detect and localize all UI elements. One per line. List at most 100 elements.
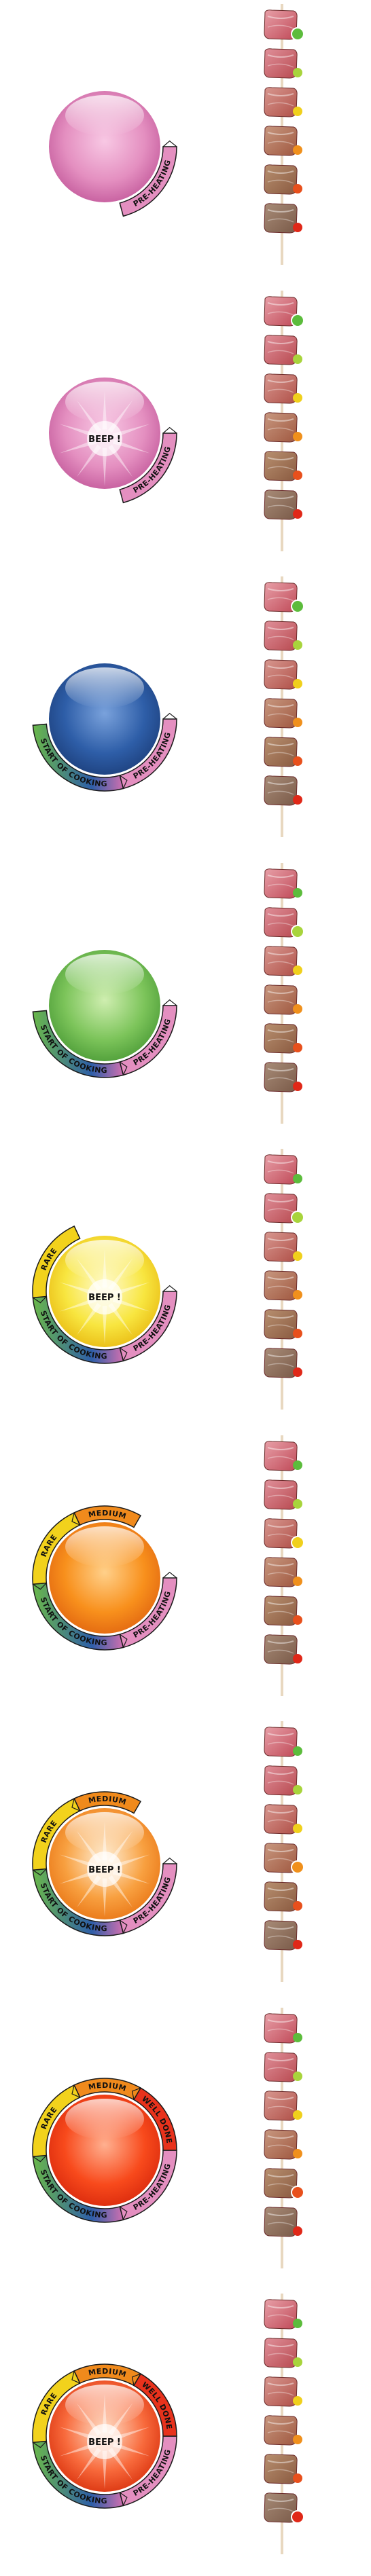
meat-chunk xyxy=(264,1348,298,1378)
doneness-dot xyxy=(293,1329,302,1338)
doneness-dot xyxy=(291,1211,304,1224)
doneness-dot xyxy=(293,509,302,519)
meat-chunk xyxy=(264,2129,298,2160)
beep-starburst xyxy=(59,390,150,486)
ball-highlight xyxy=(65,1240,144,1281)
doneness-dot xyxy=(293,2396,302,2406)
meat-chunk xyxy=(264,164,298,195)
doneness-dot xyxy=(293,718,302,727)
meat-chunk xyxy=(264,1804,298,1835)
beep-text: BEEP ! xyxy=(88,1865,121,1875)
doneness-dot xyxy=(293,1460,302,1470)
doneness-dot xyxy=(293,431,302,441)
meat-chunk xyxy=(264,1270,298,1301)
meat-chunk xyxy=(264,1023,298,1054)
doneness-dot xyxy=(293,2357,302,2367)
meat-chunk xyxy=(264,10,298,40)
doneness-dot xyxy=(293,2148,302,2158)
meat-chunk xyxy=(264,1881,298,1912)
meat-chunk xyxy=(264,411,298,443)
doneness-dot xyxy=(293,2319,302,2328)
meat-chunk xyxy=(264,203,298,234)
doneness-dot xyxy=(293,1498,302,1509)
progress-frame: PRE-HEATING xyxy=(0,0,371,285)
well-done-segment xyxy=(132,2373,177,2437)
meat-chunk xyxy=(264,1440,298,1471)
ball-highlight xyxy=(65,2098,144,2139)
doneness-dot xyxy=(293,1290,302,1300)
doneness-dot xyxy=(293,470,302,480)
start-of-cooking-segment xyxy=(32,723,124,792)
doneness-dot xyxy=(293,2473,302,2483)
meat-skewer xyxy=(264,2294,304,2554)
doneness-dot xyxy=(293,107,302,116)
doneness-dot xyxy=(293,640,302,650)
meat-chunk xyxy=(264,698,298,729)
meat-chunk xyxy=(264,2051,298,2082)
meat-chunk xyxy=(264,1232,298,1262)
well-done-segment xyxy=(132,2086,177,2151)
meat-chunk xyxy=(264,775,298,806)
beep-text: BEEP ! xyxy=(88,1293,121,1303)
doneness-dot xyxy=(293,1824,302,1833)
beep-text: BEEP ! xyxy=(88,435,121,445)
medium-segment xyxy=(73,1505,142,1528)
doneness-dot xyxy=(293,184,302,194)
ball-highlight xyxy=(65,95,144,136)
doneness-dot xyxy=(293,392,302,403)
doneness-dot xyxy=(293,1746,302,1756)
doneness-dot xyxy=(293,1615,302,1625)
doneness-dot xyxy=(293,2071,302,2081)
meat-chunk xyxy=(264,2492,298,2523)
meat-chunk xyxy=(264,1154,298,1185)
doneness-dot xyxy=(293,965,302,975)
meat-chunk xyxy=(264,1479,298,1510)
doneness-dot xyxy=(291,2510,304,2524)
meat-chunk xyxy=(264,48,298,79)
doneness-dot xyxy=(293,2226,302,2236)
meat-chunk xyxy=(264,1727,298,1757)
meat-chunk xyxy=(264,1920,298,1951)
doneness-dot xyxy=(293,795,302,805)
meat-skewer xyxy=(264,576,304,837)
doneness-dot xyxy=(293,1042,302,1052)
meat-chunk xyxy=(264,2090,298,2121)
meat-chunk xyxy=(264,450,298,481)
beep-text: BEEP ! xyxy=(88,2437,121,2448)
doneness-dot xyxy=(293,223,302,232)
meat-chunk xyxy=(264,737,298,767)
doneness-dot xyxy=(293,1653,302,1663)
meat-chunk xyxy=(264,1765,298,1796)
beep-starburst xyxy=(59,2394,150,2489)
ball-highlight xyxy=(65,1526,144,1567)
meat-chunk xyxy=(264,2454,298,2484)
meat-chunk xyxy=(264,2012,298,2044)
meat-chunk xyxy=(264,373,298,404)
meat-chunk xyxy=(264,2299,298,2330)
doneness-dot xyxy=(293,887,302,898)
doneness-dot xyxy=(293,354,302,364)
doneness-dot xyxy=(293,68,302,77)
preheating-segment xyxy=(119,432,177,503)
meat-chunk xyxy=(264,945,298,976)
doneness-dot xyxy=(293,1940,302,1949)
meat-chunk xyxy=(264,1595,298,1626)
meat-skewer xyxy=(264,862,304,1124)
meat-chunk xyxy=(264,126,298,156)
doneness-dot xyxy=(293,1174,302,1183)
doneness-dot xyxy=(293,2110,302,2120)
